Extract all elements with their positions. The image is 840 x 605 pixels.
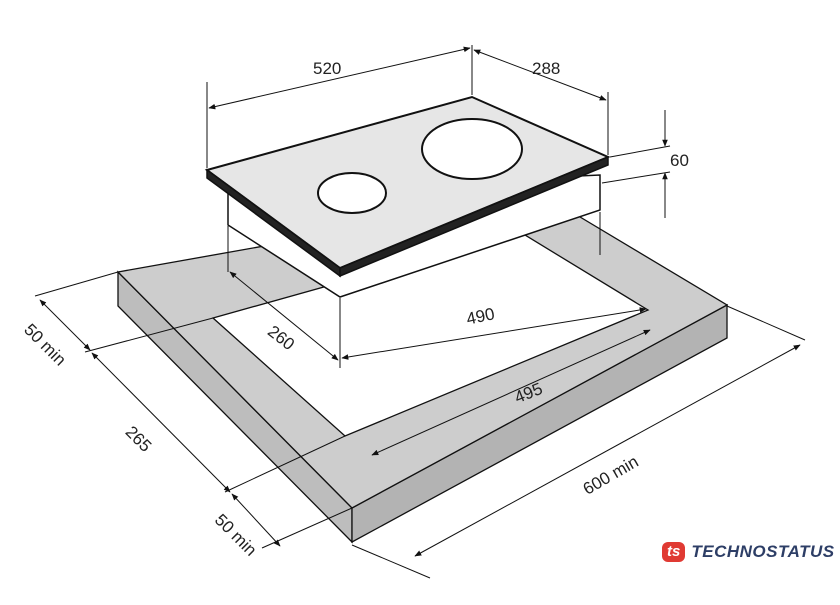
dim-front-clearance: 50 min	[211, 510, 261, 560]
dim-hob-height: 60	[670, 151, 689, 170]
logo-text: TECHNOSTATUS	[691, 542, 835, 561]
dim-back-clearance: 50 min	[20, 320, 70, 370]
logo-mark: ts	[662, 542, 686, 562]
dim-hob-width: 520	[313, 59, 341, 78]
technostatus-logo: ts TECHNOSTATUS	[662, 542, 835, 562]
small-burner	[317, 172, 387, 214]
dim-hob-depth: 288	[532, 59, 560, 78]
dim-min-width: 600 min	[580, 452, 642, 499]
dimension-lines	[34, 45, 806, 579]
hob	[204, 95, 611, 298]
dim-counter-depth: 265	[122, 422, 155, 455]
large-burner	[421, 118, 523, 180]
